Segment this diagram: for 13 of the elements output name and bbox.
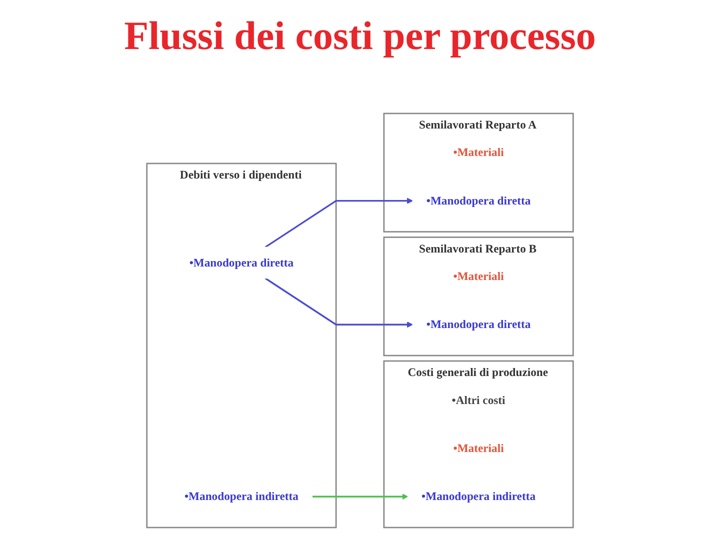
node-text: •Materiali [453, 442, 504, 455]
node-text: •Manodopera indiretta [184, 490, 298, 503]
node-text: •Materiali [453, 146, 504, 159]
arrow [264, 278, 413, 328]
node-text: •Manodopera indiretta [422, 490, 536, 503]
node-text: •Manodopera diretta [189, 256, 294, 270]
node-text: •Manodopera diretta [426, 194, 531, 208]
slide-title: Flussi dei costi per processo [123, 14, 597, 58]
node-text: •Materiali [453, 270, 504, 283]
arrow [312, 494, 408, 500]
node-text: •Manodopera diretta [426, 318, 531, 331]
node-text: •Altri costi [452, 394, 506, 406]
arrow [264, 198, 413, 248]
